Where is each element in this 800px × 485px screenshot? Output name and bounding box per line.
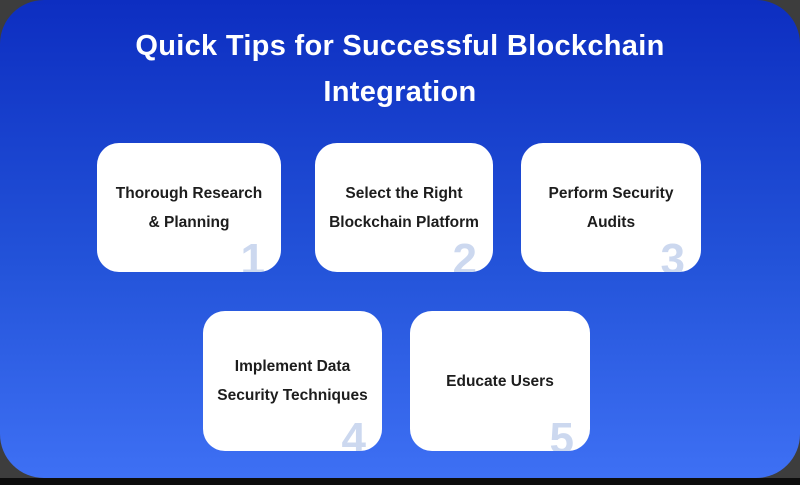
tip-card-5-label: Educate Users bbox=[446, 367, 554, 396]
tip-card-4-label-line-2: Security Techniques bbox=[217, 387, 368, 404]
page-title-line-1: Quick Tips for Successful Blockchain bbox=[135, 30, 665, 62]
tip-card-1-number: 1 bbox=[240, 235, 265, 273]
tip-card-3-label: Perform Security Audits bbox=[549, 179, 674, 237]
tip-card-5-label-line-1: Educate Users bbox=[446, 372, 554, 390]
tip-card-2-label: Select the Right Blockchain Platform bbox=[329, 179, 479, 237]
tip-card-1: Thorough Research & Planning 1 bbox=[97, 143, 281, 272]
tip-card-1-label-line-1: Thorough Research bbox=[115, 184, 263, 202]
tip-card-3: Perform Security Audits 3 bbox=[521, 143, 701, 272]
tip-card-2: Select the Right Blockchain Platform 2 bbox=[315, 143, 493, 272]
page-title: Quick Tips for Successful Blockchain Int… bbox=[0, 23, 800, 115]
tip-card-4-label-line-1: Implement Data bbox=[234, 358, 351, 375]
tip-card-5: Educate Users 5 bbox=[410, 311, 590, 451]
tip-card-3-label-line-2: Audits bbox=[586, 213, 636, 231]
tip-card-3-label-line-1: Perform Security bbox=[548, 184, 674, 202]
tip-card-4-label: Implement Data Security Techniques bbox=[217, 352, 367, 410]
tip-card-4: Implement Data Security Techniques 4 bbox=[203, 311, 382, 451]
page-title-line-2: Integration bbox=[323, 76, 477, 108]
tip-card-1-label-line-2: & Planning bbox=[148, 213, 230, 231]
tip-card-2-number: 2 bbox=[452, 235, 477, 273]
bottom-dark-bar bbox=[0, 478, 800, 485]
tip-card-1-label: Thorough Research & Planning bbox=[116, 179, 262, 237]
tip-card-3-number: 3 bbox=[660, 235, 685, 273]
tip-card-5-number: 5 bbox=[549, 414, 574, 452]
tip-card-2-label-line-1: Select the Right bbox=[345, 184, 463, 202]
tip-card-4-number: 4 bbox=[341, 414, 366, 452]
tip-card-2-label-line-2: Blockchain Platform bbox=[329, 213, 479, 231]
